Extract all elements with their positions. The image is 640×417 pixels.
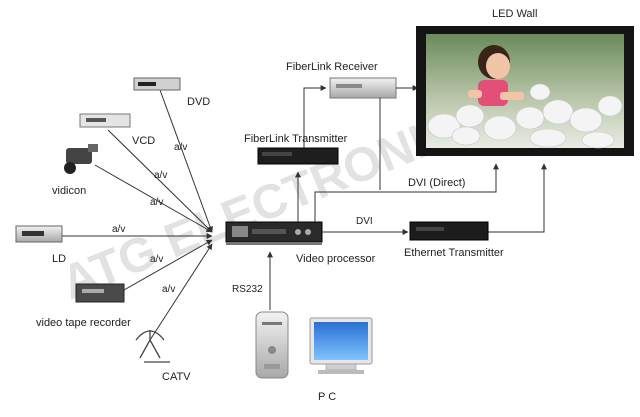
wire-vcd [107,129,213,233]
vtr-device: video tape recorder [36,283,131,329]
doves [427,83,623,149]
dvd-label: DVD [187,96,210,108]
dvi-direct-label: DVI (Direct) [408,177,465,189]
pc-tower [255,311,289,379]
vidicon-label: vidicon [52,185,86,197]
child-figure [468,45,524,106]
catv-label: CATV [162,371,191,383]
pc-label: P C [318,391,336,403]
wire-dvd [159,89,213,233]
led-wall-label: LED Wall [492,8,537,20]
fiberlink-transmitter: FiberLink Transmitter [244,133,348,165]
wire-dvi-direct [314,163,499,222]
catv-antenna: CATV [135,330,191,383]
video-processor-label: Video processor [296,253,376,265]
ld-player: LD [15,225,66,265]
input-wires [62,89,213,341]
av-label-vtr: a/v [150,254,163,265]
fiberlink-receiver: FiberLink Receiver [286,61,397,99]
ethernet-transmitter: Ethernet Transmitter [404,221,504,259]
dvi-label: DVI [356,216,373,227]
processor-outputs [295,163,547,235]
wire-vidicon [94,164,213,233]
dvd-player: DVD [133,77,210,108]
ld-label: LD [52,253,66,265]
av-labels: a/v a/v a/v a/v a/v a/v [112,142,187,295]
av-label-catv: a/v [162,284,175,295]
wire-fiber-link [303,85,327,148]
vcd-player: VCD [79,113,155,147]
av-label-vidicon: a/v [150,197,163,208]
fiberlink-receiver-label: FiberLink Receiver [286,61,378,73]
led-wall: LED Wall [416,8,634,156]
video-processor: Video processor [225,221,376,265]
vcd-label: VCD [132,135,155,147]
av-label-ld: a/v [112,224,125,235]
ethernet-transmitter-label: Ethernet Transmitter [404,247,504,259]
rs232-label: RS232 [232,284,263,295]
fiberlink-transmitter-label: FiberLink Transmitter [244,133,348,145]
wire-vtr [123,239,213,291]
vtr-label: video tape recorder [36,317,131,329]
wire-catv [149,243,213,341]
wire-ethernet-to-wall [488,163,547,233]
vidicon-camera: vidicon [52,144,98,197]
av-label-dvd: a/v [174,142,187,153]
av-label-vcd: a/v [154,170,167,181]
pc-monitor [309,317,373,374]
